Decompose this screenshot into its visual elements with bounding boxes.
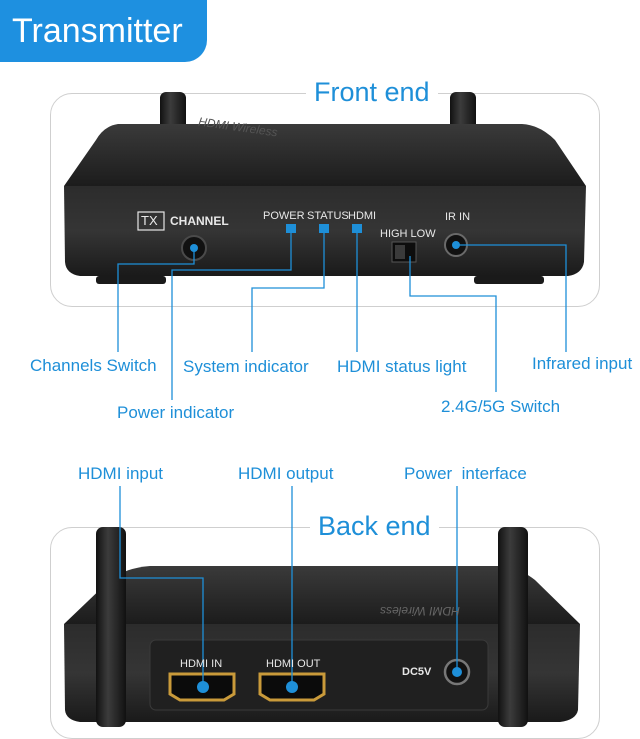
callout-hdmi-input: HDMI input [78, 464, 164, 483]
callout-band-switch: 2.4G/5G Switch [441, 397, 561, 416]
high-low-label: HIGH LOW [380, 228, 436, 240]
status-label: STATUS [307, 210, 349, 222]
tx-label: TX [141, 213, 158, 228]
front-foot-right [474, 276, 544, 284]
back-end-title: Back end [310, 511, 439, 542]
front-end-title: Front end [306, 77, 438, 108]
callout-lines [117, 228, 567, 687]
line-system-indicator [251, 228, 325, 352]
badge-title: Transmitter [12, 11, 183, 50]
callout-power-indicator: Power indicator [117, 403, 235, 422]
front-antenna-left [160, 92, 186, 134]
front-device [64, 92, 586, 284]
line-band-switch [409, 256, 497, 392]
channel-label: CHANNEL [170, 214, 229, 228]
front-top-surface [64, 124, 586, 186]
front-antenna-right [450, 92, 476, 132]
callout-channels-switch: Channels Switch [30, 356, 157, 375]
back-antenna-left [96, 527, 126, 727]
hdmi-in-label: HDMI IN [180, 658, 223, 670]
front-foot-left [96, 276, 166, 284]
transmitter-badge: Transmitter [0, 0, 207, 62]
hdmi-led-label: HDMI [348, 210, 377, 222]
line-infrared [456, 244, 567, 352]
dc5v-label: DC5V [402, 666, 432, 678]
engraving-back: HDMI Wireless [380, 604, 460, 618]
back-device [64, 527, 580, 727]
hdmi-out-label: HDMI OUT [266, 658, 321, 670]
line-channels-switch [117, 248, 195, 352]
ir-in-label: IR IN [445, 211, 471, 223]
callout-hdmi-status-light: HDMI status light [337, 357, 467, 376]
line-hdmi-input [119, 486, 204, 687]
callout-hdmi-output: HDMI output [238, 464, 334, 483]
power-label: POWER [263, 210, 305, 222]
callout-system-indicator: System indicator [183, 357, 309, 376]
back-top-surface [64, 566, 580, 624]
back-antenna-right [498, 527, 528, 727]
band-switch-knob [395, 245, 405, 259]
callout-power-interface: Power interface [404, 464, 527, 483]
callout-infrared-input: Infrared input [532, 354, 633, 373]
tx-box [137, 211, 165, 231]
line-power-indicator [171, 228, 292, 400]
